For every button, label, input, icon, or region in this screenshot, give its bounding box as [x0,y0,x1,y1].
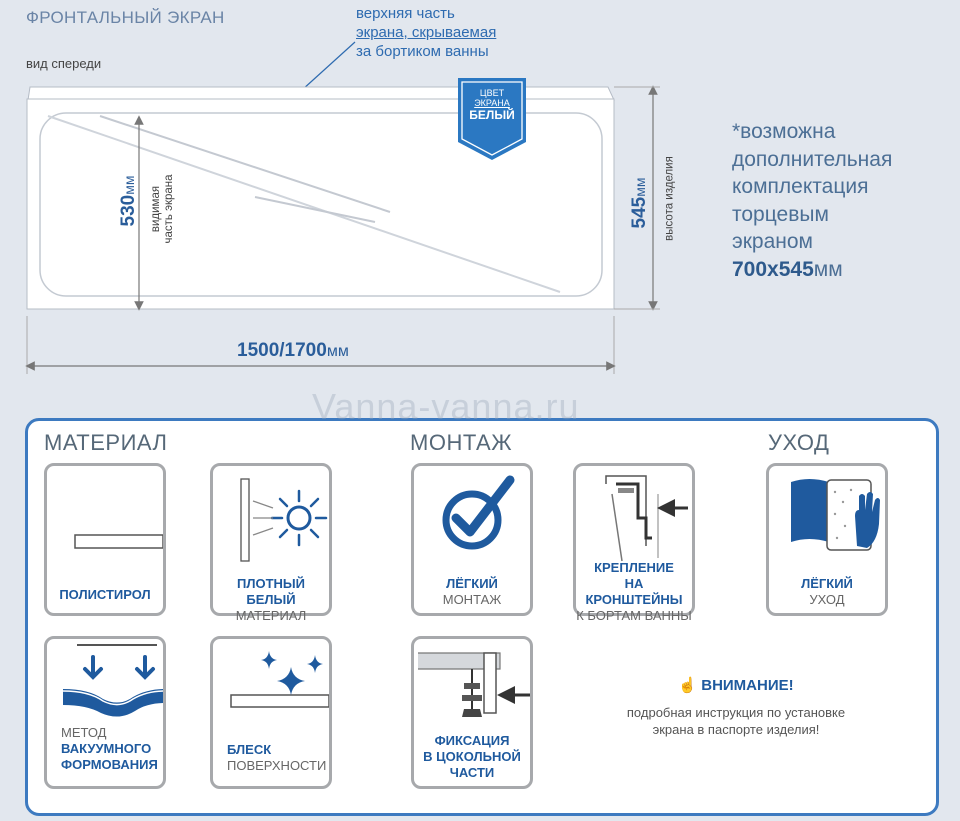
card-label: ЛЁГКИЙ [801,576,853,591]
visible-height-value: 530 [118,194,139,227]
card-sublabel: УХОД [809,592,845,607]
card-easy-care-text: ЛЁГКИЙ УХОД [769,576,885,608]
card-sublabel: МОНТАЖ [442,592,502,607]
visible-part-label-1: видимая [150,185,162,233]
gloss-line [47,115,561,293]
sparkle-icon [230,651,329,708]
width-label: 1500/1700мм [237,340,349,362]
top-note-line-3: за бортиком ванны [356,43,489,60]
color-tag-line-3: БЕЛЫЙ [469,108,515,122]
top-note: верхняя часть экрана, скрываемая за борт… [356,4,496,61]
bracket-icon [605,475,688,562]
screen-top-lip [27,86,615,101]
gloss-line [99,115,391,213]
height-label: 545мм [629,148,651,258]
card-sublabel: МЕТОД [61,725,107,740]
gloss-line [254,196,376,223]
attention-title-row: ☝ ВНИМАНИЕ! [556,676,916,694]
visible-part-label: видимая часть экрана [150,154,176,264]
sponge-hand-icon [791,479,880,551]
side-note-size: 700х545 [732,257,814,281]
pointing-hand-icon: ☝ [678,677,698,694]
card-brackets-text: КРЕПЛЕНИЕ НА КРОНШТЕЙНЫ К БОРТАМ ВАННЫ [576,560,692,624]
screen-drawing [25,41,660,374]
screen-inner-contour [39,112,603,297]
height-value: 545 [629,196,650,229]
visible-part-label-2: часть экрана [163,174,175,244]
card-sublabel: ПОВЕРХНОСТИ [227,758,327,773]
visible-height-unit: мм [121,175,137,195]
card-label: ВАКУУМНОГО [61,741,152,756]
card-label: ФОРМОВАНИЯ [61,757,158,772]
card-brackets: КРЕПЛЕНИЕ НА КРОНШТЕЙНЫ К БОРТАМ ВАННЫ [573,463,695,623]
card-vacuum-text: МЕТОД ВАКУУМНОГО ФОРМОВАНИЯ [47,725,163,773]
card-fixation: ФИКСАЦИЯ В ЦОКОЛЬНОЙ ЧАСТИ [411,636,533,789]
card-gloss-text: БЛЕСК ПОВЕРХНОСТИ [213,742,329,774]
visible-height-label: 530мм [118,146,140,256]
section-mount: МОНТАЖ [410,430,513,455]
card-label: В ЦОКОЛЬНОЙ [423,749,521,764]
color-tag-line-2: ЭКРАНА [474,98,510,108]
card-label: ПОЛИСТИРОЛ [59,587,151,602]
card-easy-care: ЛЁГКИЙ УХОД [766,463,888,616]
card-sublabel: МАТЕРИАЛ [235,608,307,623]
vacuum-forming-icon [62,644,163,717]
card-easy-mount: ЛЁГКИЙ МОНТАЖ [411,463,533,616]
side-note-line: *возможна [732,120,836,143]
color-tag-icon [458,78,526,160]
width-unit: мм [326,343,349,360]
side-note-line: торцевым [732,202,829,226]
card-label: ФИКСАЦИЯ [434,733,510,748]
side-note: *возможна дополнительная комплектация то… [732,118,892,283]
side-note-line: дополнительная [732,147,893,171]
sun-icon [240,478,328,562]
color-tag-line-1: ЦВЕТ [479,88,505,98]
height-caption: высота изделия [663,156,676,241]
note-leader [301,41,356,91]
watermark: Vanna-vanna.ru [312,386,580,427]
card-label: НА КРОНШТЕЙНЫ [585,576,683,607]
card-fixation-text: ФИКСАЦИЯ В ЦОКОЛЬНОЙ ЧАСТИ [414,733,530,781]
card-white-text: ПЛОТНЫЙ БЕЛЫЙ МАТЕРИАЛ [213,576,329,624]
card-polystyrene: ПОЛИСТИРОЛ [44,463,166,616]
checkmark-icon [442,475,515,550]
card-label: БЛЕСК [227,742,272,757]
card-easy-mount-text: ЛЁГКИЙ МОНТАЖ [414,576,530,608]
top-note-line-2: экрана, скрываемая [356,24,497,41]
sheet-icon [74,534,163,549]
card-vacuum-forming: МЕТОД ВАКУУМНОГО ФОРМОВАНИЯ [44,636,166,789]
card-label: ПЛОТНЫЙ БЕЛЫЙ [237,576,305,607]
side-note-unit: мм [813,257,843,281]
section-material: МАТЕРИАЛ [44,430,168,455]
attention-note: ☝ ВНИМАНИЕ! подробная инструкция по уста… [556,676,916,738]
attention-line-1: подробная инструкция по установке [626,705,846,720]
color-tag: ЦВЕТ ЭКРАНА БЕЛЫЙ [458,88,526,123]
attention-line-2: экрана в паспорте изделия! [652,722,820,737]
fixation-icon [418,652,530,717]
card-white-material: ПЛОТНЫЙ БЕЛЫЙ МАТЕРИАЛ [210,463,332,623]
attention-title: ВНИМАНИЕ! [701,677,794,694]
side-note-line: экраном [732,230,813,253]
view-label: вид спереди [26,56,102,71]
card-label: КРЕПЛЕНИЕ [594,560,674,575]
side-note-line: комплектация [732,175,869,198]
card-polystyrene-text: ПОЛИСТИРОЛ [47,587,163,603]
card-label: ЧАСТИ [449,765,495,780]
card-gloss: БЛЕСК ПОВЕРХНОСТИ [210,636,332,789]
width-value: 1500/1700 [237,340,327,361]
page-title: ФРОНТАЛЬНЫЙ ЭКРАН [26,8,225,27]
section-care: УХОД [768,430,830,455]
card-label: ЛЁГКИЙ [446,576,498,591]
top-note-line-1: верхняя часть [356,5,455,22]
height-unit: мм [632,177,648,197]
card-sublabel: К БОРТАМ ВАННЫ [576,608,692,623]
